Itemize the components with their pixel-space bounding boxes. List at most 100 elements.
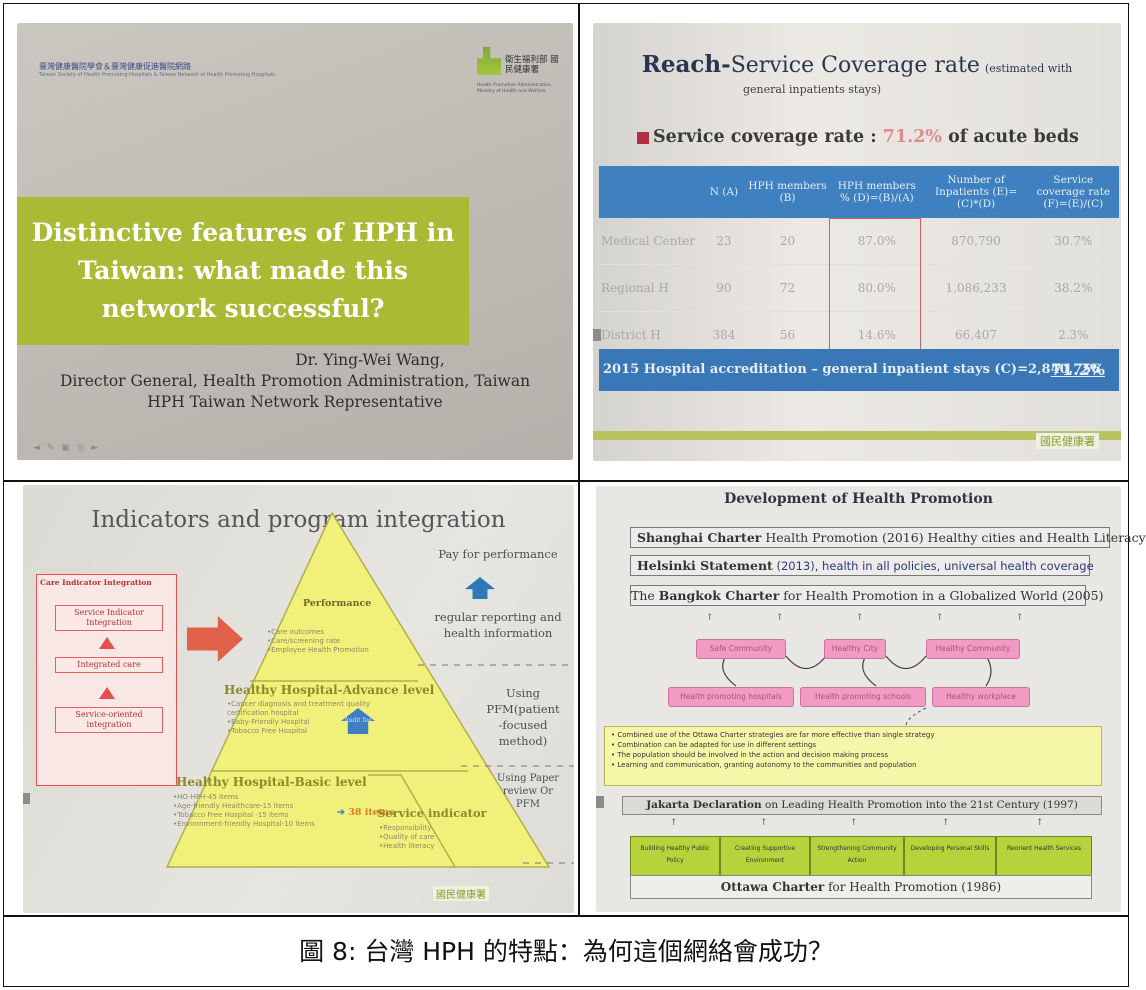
table-cell: 23 xyxy=(702,218,746,265)
grid-divider-vertical xyxy=(578,3,580,916)
pyramid-diagram xyxy=(165,511,574,868)
up-arrow-icon: ↑ xyxy=(670,818,678,828)
level-performance: Performance xyxy=(303,598,372,609)
items-count: 38 items xyxy=(348,807,395,818)
list-item: certification hospital xyxy=(227,709,299,717)
footer-text: 2015 Hospital accreditation – general in… xyxy=(603,362,1101,377)
pink-node: Health promoting hospitals xyxy=(668,687,794,707)
author-name: Dr. Ying-Wei Wang, xyxy=(295,351,445,369)
pink-node: Health promoting schools xyxy=(800,687,926,707)
service-indicator-title: Service indicator xyxy=(377,806,487,820)
ottawa-strategy-box: Creating Supportive Environment xyxy=(720,836,810,876)
table-row: Regional H 90 72 80.0% 1,086,233 38.2% xyxy=(599,264,1119,312)
slide-nav-icon xyxy=(23,793,30,804)
bar-text: Health Promotion (2016) Healthy cities a… xyxy=(761,530,1146,545)
pink-node: Healthy workplace xyxy=(932,687,1030,707)
figure-frame xyxy=(3,3,1129,987)
hpa-logo-subtext: Health Promotion Administration, Ministr… xyxy=(477,83,552,94)
bar-bold: Helsinki Statement xyxy=(637,558,773,573)
table-cell: 30.7% xyxy=(1027,218,1119,265)
list-item: •Health literacy xyxy=(379,842,435,850)
list-item: •Tobacco Free Hospital -15 items xyxy=(173,811,289,819)
up-arrow-icon: ↑ xyxy=(760,818,768,828)
table-cell: 80.0% xyxy=(829,264,925,312)
dashed-up-arrow-icon: ↑ xyxy=(936,613,944,623)
list-item: • The population should be involved in t… xyxy=(611,751,889,759)
table-cell: 90 xyxy=(702,264,746,312)
performance-items: •Care outcomes •Care/screening rate •Emp… xyxy=(267,628,369,655)
header-cell: HPH members (B) xyxy=(745,166,830,218)
slide-nav-icon xyxy=(596,796,604,808)
indicators-title: Indicators and program integration xyxy=(91,507,506,533)
level-basic: Healthy Hospital-Basic level xyxy=(176,775,367,789)
footer-value: 71.2% xyxy=(1050,360,1105,379)
society-logo-subtext: Taiwan Society of Health Promoting Hospi… xyxy=(39,72,275,78)
basic-items: •HO-HPH-45 items •Age-friendly Healthcar… xyxy=(173,793,315,829)
pink-node: Healthy Community xyxy=(926,639,1020,659)
header-cell: N (A) xyxy=(702,166,746,218)
slide-indicators-photo: Indicators and program integration Care … xyxy=(23,485,574,913)
rate-suffix: of acute beds xyxy=(942,127,1079,147)
list-item: •Care/screening rate xyxy=(267,637,341,645)
bar-bold: Jakarta Declaration xyxy=(646,799,762,811)
list-item: •Employee Health Promotion xyxy=(267,646,369,654)
bar-bold: Ottawa Charter xyxy=(720,880,825,894)
bar-text: (2013), health in all policies, universa… xyxy=(772,559,1094,573)
coverage-title-note: (estimated with xyxy=(984,62,1073,75)
level-advance: Healthy Hospital-Advance level xyxy=(224,683,435,697)
table-cell: Regional H xyxy=(599,264,703,312)
coverage-rate-line: Service coverage rate : 71.2% of acute b… xyxy=(637,127,1079,147)
service-items: •Responsibility •Quality of care •Health… xyxy=(379,824,435,851)
list-item: •Responsibility xyxy=(379,824,432,832)
author-title: Director General, Health Promotion Admin… xyxy=(59,372,531,390)
dashed-up-arrow-icon: ↑ xyxy=(1016,613,1024,623)
slide-nav-icon xyxy=(593,329,601,341)
coverage-footer-row: 2015 Hospital accreditation – general in… xyxy=(599,349,1119,391)
bar-bold: Shanghai Charter xyxy=(637,530,762,545)
pink-node: Healthy City xyxy=(824,639,886,659)
strategy-notes-box: • Combined use of the Ottawa Charter str… xyxy=(604,726,1102,786)
reporting-label: regular reporting and health information xyxy=(434,610,562,640)
up-arrow-icon xyxy=(99,687,115,699)
right-arrow-icon: ➔ xyxy=(337,807,345,818)
list-item: •Age-friendly Healthcare-15 items xyxy=(173,802,294,810)
list-item: •HO-HPH-45 items xyxy=(173,793,239,801)
pay-for-performance-label: Pay for performance xyxy=(438,547,558,561)
table-row: Medical Center 23 20 87.0% 870,790 30.7% xyxy=(599,218,1119,265)
hpa-logo-text: 衛生福利部 國民健康署 xyxy=(505,55,559,75)
footer-strip xyxy=(593,431,1121,440)
cqi-title: Care Indicator Integration xyxy=(40,578,152,587)
hpa-footer-logo: 國民健康署 xyxy=(1036,433,1099,449)
slide-development-photo: Development of Health Promotion Shanghai… xyxy=(596,486,1146,912)
list-item: •Care outcomes xyxy=(267,628,324,636)
paper-review-label: Using Paper review Or PFM xyxy=(496,773,560,810)
up-arrow-icon: ↑ xyxy=(850,818,858,828)
header-cell: Service coverage rate (F)=(E)/(C) xyxy=(1027,166,1119,218)
list-item: •Environment-friendly Hospital-10 items xyxy=(173,820,315,828)
slide-title-photo: 臺灣健康醫院學會＆臺灣健康促進醫院網路 Taiwan Society of He… xyxy=(17,23,573,460)
bar-bold: Bangkok Charter xyxy=(658,588,780,603)
cqi-box: Service-oriented integration xyxy=(55,707,163,733)
dashed-up-arrow-icon: ↑ xyxy=(706,613,714,623)
table-cell: 87.0% xyxy=(829,218,925,265)
rate-label: Service coverage rate : xyxy=(653,127,883,147)
coverage-title-bold: Reach- xyxy=(641,51,731,78)
dashed-up-arrow-icon: ↑ xyxy=(856,613,864,623)
ottawa-strategy-box: Reorient Health Services xyxy=(996,836,1092,876)
grid-divider-horizontal-2 xyxy=(3,915,1129,917)
ottawa-strategy-box: Developing Personal Skills xyxy=(904,836,996,876)
table-cell: 20 xyxy=(745,218,830,265)
bar-text: for Health Promotion (1986) xyxy=(824,880,1002,894)
care-indicator-integration-box: Care Indicator Integration Service Indic… xyxy=(36,574,177,786)
list-item: •Baby-Friendly Hospital xyxy=(227,718,310,726)
table-cell: 870,790 xyxy=(924,218,1028,265)
ottawa-strategy-box: Strengthening Community Action xyxy=(810,836,904,876)
table-cell: Medical Center xyxy=(599,218,703,265)
up-arrow-icon: ↑ xyxy=(1036,818,1044,828)
slide-coverage-photo: Reach-Service Coverage rate (estimated w… xyxy=(593,23,1121,461)
figure-caption: 圖 8: 台灣 HPH 的特點：為何這個網絡會成功？ xyxy=(299,937,833,966)
coverage-title-main: Service Coverage rate xyxy=(730,53,980,78)
table-cell: 38.2% xyxy=(1027,264,1119,312)
header-cell: HPH members % (D)=(B)/(A) xyxy=(829,166,925,218)
list-item: • Combination can be adapted for use in … xyxy=(611,741,816,749)
